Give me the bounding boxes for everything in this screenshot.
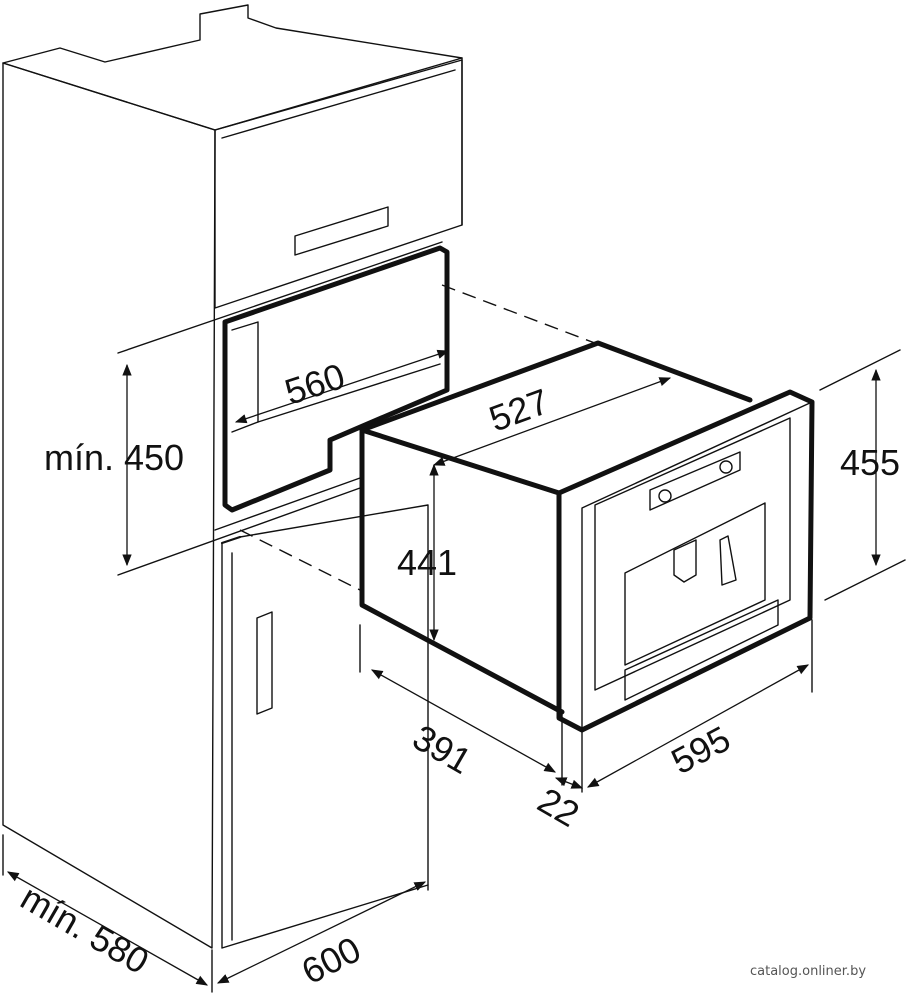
label-niche-depth: 560 <box>280 355 350 413</box>
label-body-depth: 391 <box>406 716 479 782</box>
label-cabinet-width: 600 <box>295 928 367 992</box>
lower-door <box>214 477 429 949</box>
watermark-text: catalog.onliner.by <box>750 964 866 979</box>
coffee-machine-unit <box>359 340 815 733</box>
dimension-lines <box>2 241 906 993</box>
spout-icon <box>673 539 697 583</box>
front-panel <box>556 389 815 733</box>
dimension-labels: mín. 450 560 527 441 455 391 22 595 mín.… <box>14 355 900 992</box>
knob-right-icon <box>719 460 733 474</box>
label-front-height: 455 <box>840 442 900 483</box>
label-front-width: 595 <box>665 718 737 782</box>
guide-lines <box>239 284 601 591</box>
label-niche-height: mín. 450 <box>44 437 184 478</box>
label-body-height: 441 <box>397 542 457 583</box>
tall-cabinet <box>2 4 463 949</box>
knob-left-icon <box>658 489 672 503</box>
label-front-thickness: 22 <box>531 779 586 835</box>
label-cabinet-depth: mín. 580 <box>14 876 156 982</box>
label-appliance-depth: 527 <box>484 380 554 439</box>
